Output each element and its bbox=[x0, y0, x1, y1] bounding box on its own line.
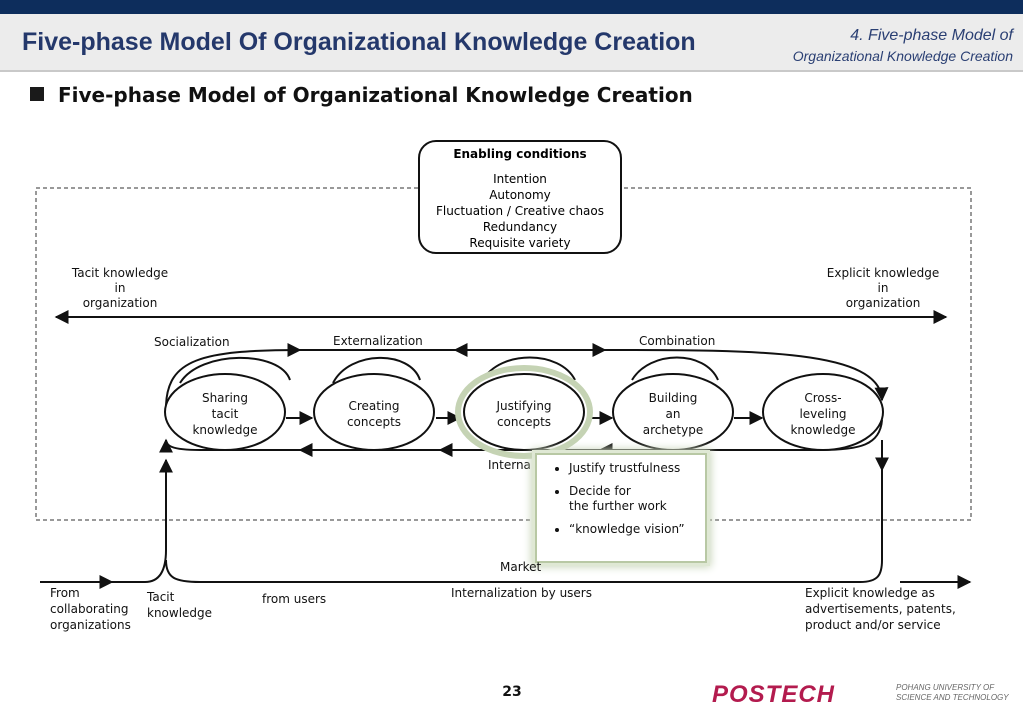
callout-item: “knowledge vision” bbox=[569, 522, 705, 537]
header-band bbox=[0, 14, 1023, 72]
slide-subtitle-line1: 4. Five-phase Model of bbox=[850, 27, 1013, 44]
organization-boundary bbox=[35, 187, 972, 521]
internalization-label: Internalization bbox=[488, 458, 536, 472]
postech-logo: POSTECH bbox=[712, 681, 836, 708]
enabling-item: Intention bbox=[493, 172, 547, 186]
justifying-concepts-callout: Justify trustfulness Decide for the furt… bbox=[535, 453, 707, 563]
arc-socialization bbox=[165, 343, 302, 406]
combination-label: Combination bbox=[639, 334, 716, 348]
slide-title: Five-phase Model Of Organizational Knowl… bbox=[22, 28, 696, 56]
enabling-conditions-title: Enabling conditions bbox=[453, 147, 587, 161]
callout-item: Decide for the further work bbox=[569, 484, 705, 514]
externalization-label: Externalization bbox=[333, 334, 423, 348]
arc-combination bbox=[604, 349, 889, 402]
page-number: 23 bbox=[502, 684, 522, 700]
socialization-label: Socialization bbox=[154, 335, 230, 349]
phase-ellipse-5 bbox=[762, 373, 884, 451]
enabling-item: Fluctuation / Creative chaos bbox=[435, 204, 605, 218]
university-name-line1: POHANG UNIVERSITY OF bbox=[896, 683, 995, 692]
section-title: Five-phase Model of Organizational Knowl… bbox=[58, 83, 693, 107]
market-line bbox=[165, 440, 883, 583]
enabling-item: Redundancy bbox=[482, 220, 558, 234]
enabling-conditions-list: Intention Autonomy Fluctuation / Creativ… bbox=[418, 171, 622, 251]
market-label: Market bbox=[500, 560, 542, 574]
phase-ellipse-2 bbox=[313, 373, 435, 451]
phase-ellipse-4 bbox=[612, 373, 734, 451]
from-users-label: from users bbox=[262, 592, 327, 606]
enabling-conditions-box bbox=[418, 140, 622, 254]
phase-ellipse-3 bbox=[463, 373, 585, 451]
callout-item: Justify trustfulness bbox=[569, 461, 705, 476]
internalization-by-users-label: Internalization by users bbox=[451, 586, 592, 600]
enabling-item: Autonomy bbox=[489, 188, 551, 202]
university-name-line2: SCIENCE AND TECHNOLOGY bbox=[896, 693, 1009, 702]
top-accent-bar bbox=[0, 0, 1023, 14]
slide-subtitle-line2: Organizational Knowledge Creation bbox=[792, 48, 1013, 64]
section-bullet-icon bbox=[30, 87, 44, 101]
tacit-input-path bbox=[40, 458, 173, 583]
phase-ellipse-1 bbox=[164, 373, 286, 451]
enabling-item: Requisite variety bbox=[469, 236, 571, 250]
